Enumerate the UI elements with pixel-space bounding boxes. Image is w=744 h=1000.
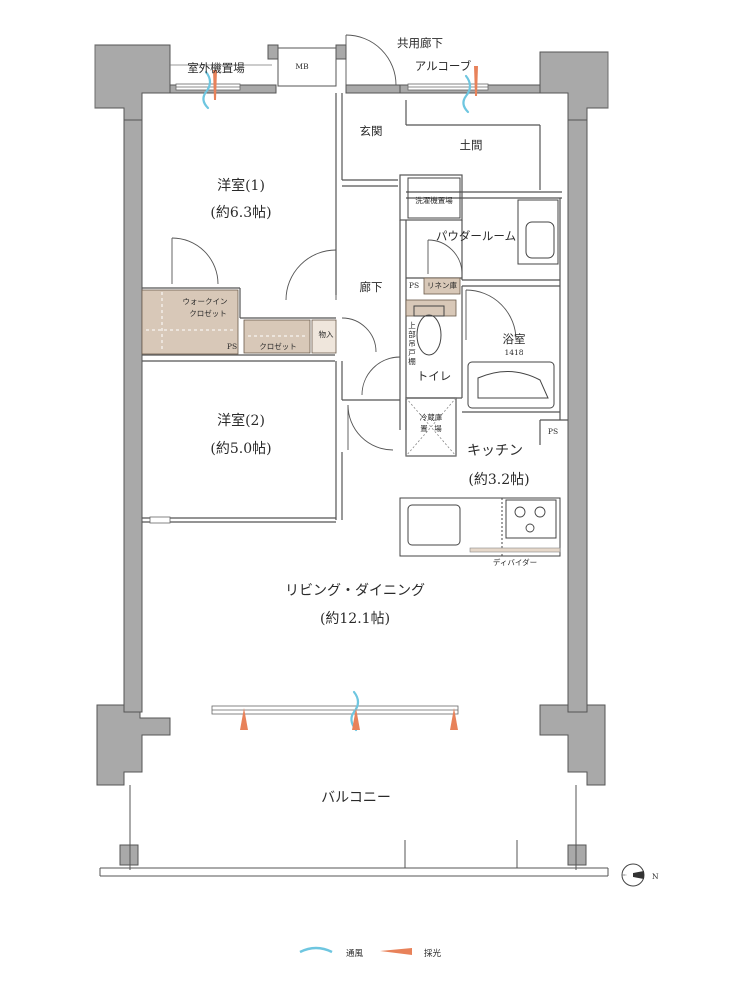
- label-upper-cabinet-5: 棚: [408, 356, 416, 366]
- kitchen-counter: [399, 497, 561, 557]
- label-ldk: リビング・ダイニング: [285, 583, 425, 599]
- balcony-rail: [99, 785, 609, 877]
- label-common-corridor: 共用廊下: [397, 36, 443, 50]
- corridor-guides: [94, 45, 609, 108]
- legend-daylight-icon: [380, 948, 412, 955]
- label-ps-3: PS: [548, 427, 558, 436]
- closet-dashes: [146, 292, 308, 352]
- divider-fixture: [469, 547, 561, 553]
- label-alcove: アルコーブ: [415, 59, 472, 73]
- label-toilet: トイレ: [417, 369, 452, 383]
- fridge-space: [405, 397, 457, 457]
- interior-walls: [142, 93, 568, 523]
- label-bedroom1: 洋室(1): [217, 177, 265, 194]
- label-divider: ディバイダー: [493, 557, 537, 567]
- daylight-arrow: [213, 70, 217, 100]
- label-outdoor-unit: 室外機置場: [187, 61, 245, 75]
- label-fridge-2: 置: [420, 424, 428, 433]
- label-doma: 土間: [460, 138, 483, 152]
- room-labels: 洋室(1) (約6.3帖) 洋室(2) (約5.0帖) リビング・ダイニング (…: [187, 36, 529, 806]
- bathtub: [467, 361, 555, 409]
- daylight-arrow: [474, 66, 478, 96]
- label-entrance: 玄関: [360, 124, 383, 138]
- label-closet: クロゼット: [259, 341, 297, 351]
- label-upper-cabinet-3: 吊: [408, 339, 416, 348]
- label-bath-size: 1418: [504, 348, 523, 357]
- compass-icon: N: [621, 863, 659, 887]
- structural-walls: [94, 44, 609, 866]
- label-corridor: 廊下: [360, 280, 383, 294]
- ventilation-arrow: [462, 74, 472, 114]
- label-ps-2: PS: [409, 281, 419, 290]
- label-upper-cabinet-4: 戸: [408, 348, 416, 357]
- laundry-pan: [407, 177, 461, 219]
- label-ldk-size: (約12.1帖): [320, 611, 390, 627]
- legend-daylight-label: 採光: [424, 948, 442, 959]
- washbasin: [517, 199, 559, 265]
- label-balcony: バルコニー: [321, 790, 391, 806]
- label-wic-1: ウォークイン: [183, 297, 228, 306]
- toilet-bowl: [413, 305, 445, 356]
- compass-north-label: N: [652, 872, 659, 881]
- ventilation-arrows: [202, 70, 472, 732]
- legend-ventilation-label: 通風: [346, 948, 364, 959]
- label-bedroom1-size: (約6.3帖): [210, 205, 271, 221]
- label-wic-2: クロゼット: [189, 308, 227, 318]
- label-laundry: 洗濯機置場: [415, 195, 453, 205]
- mb-box: [277, 47, 337, 87]
- daylight-arrow: [240, 708, 248, 730]
- label-kitchen: キッチン: [467, 443, 523, 459]
- label-ps-1: PS: [227, 342, 237, 351]
- daylight-arrow: [450, 708, 458, 730]
- label-fridge-1: 冷蔵庫: [420, 412, 443, 422]
- label-upper-cabinet-2: 部: [408, 329, 416, 339]
- fixture-labels: ウォークイン クロゼット クロゼット 物入 リネン庫 洗濯機置場 冷蔵庫 置 場…: [183, 195, 559, 567]
- label-linen: リネン庫: [427, 280, 457, 290]
- ventilation-arrow: [202, 70, 212, 110]
- label-bedroom2: 洋室(2): [217, 412, 265, 429]
- daylight-arrows: [213, 66, 478, 730]
- stove-burners: [514, 506, 546, 533]
- ventilation-arrow: [350, 690, 360, 732]
- label-mb: MB: [295, 62, 309, 71]
- label-kitchen-size: (約3.2帖): [468, 472, 529, 488]
- label-upper-cabinet-1: 上: [408, 321, 416, 330]
- label-storage: 物入: [319, 329, 334, 339]
- label-bath: 浴室: [503, 332, 526, 346]
- door-swings: [171, 34, 517, 451]
- daylight-arrow: [352, 708, 360, 730]
- label-bedroom2-size: (約5.0帖): [210, 441, 271, 457]
- legend: 通風 採光: [299, 946, 442, 959]
- label-fridge-3: 場: [434, 423, 442, 433]
- legend-ventilation-icon: [299, 946, 333, 954]
- label-powder: パウダールーム: [436, 229, 516, 243]
